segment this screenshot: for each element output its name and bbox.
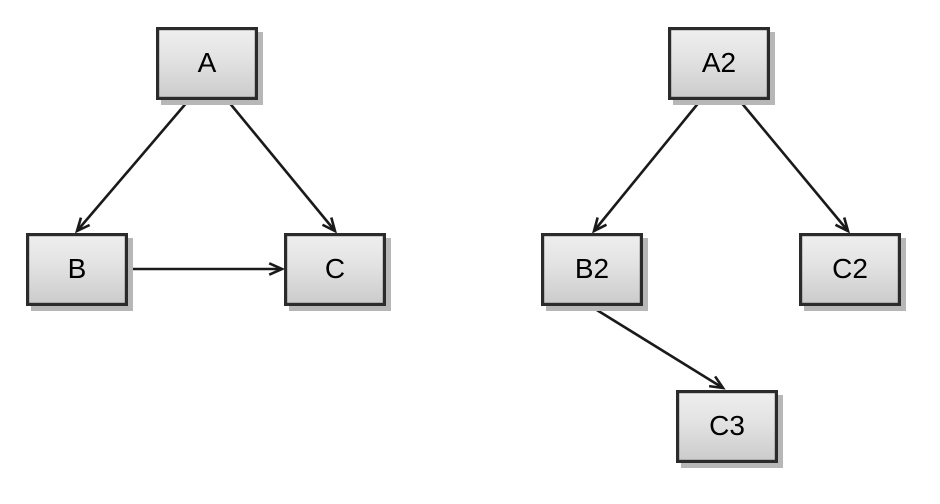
edge-a2-to-c2[interactable] — [739, 100, 851, 234]
node-box — [156, 27, 259, 101]
arrowhead-icon — [321, 217, 338, 234]
edges-layer — [74, 100, 851, 390]
edge-line — [226, 100, 337, 232]
edge-a-to-c[interactable] — [226, 100, 338, 234]
node-b[interactable]: B — [26, 233, 133, 311]
node-box — [284, 233, 387, 307]
arrowhead-icon — [834, 217, 851, 234]
node-b2[interactable]: B2 — [540, 233, 648, 311]
node-box — [667, 27, 770, 101]
edge-line — [592, 100, 702, 232]
node-a[interactable]: A — [156, 27, 263, 105]
edge-b2-to-c3[interactable] — [591, 305, 726, 390]
edge-a2-to-b2[interactable] — [591, 100, 702, 234]
edge-line — [591, 305, 724, 390]
node-c[interactable]: C — [284, 233, 391, 311]
arrowhead-icon — [74, 217, 91, 234]
edge-a-to-b[interactable] — [74, 100, 189, 234]
node-c2[interactable]: C2 — [798, 233, 906, 311]
node-box — [26, 233, 129, 307]
node-c3[interactable]: C3 — [675, 390, 783, 468]
arrowhead-icon — [268, 262, 286, 276]
edge-line — [76, 100, 189, 232]
arrowhead-icon — [708, 375, 726, 390]
node-box — [798, 233, 901, 307]
arrowhead-icon — [591, 217, 608, 234]
edge-line — [739, 100, 849, 232]
edge-b-to-c[interactable] — [130, 262, 286, 276]
node-box — [675, 390, 778, 464]
node-a2[interactable]: A2 — [667, 27, 775, 105]
node-box — [540, 233, 643, 307]
